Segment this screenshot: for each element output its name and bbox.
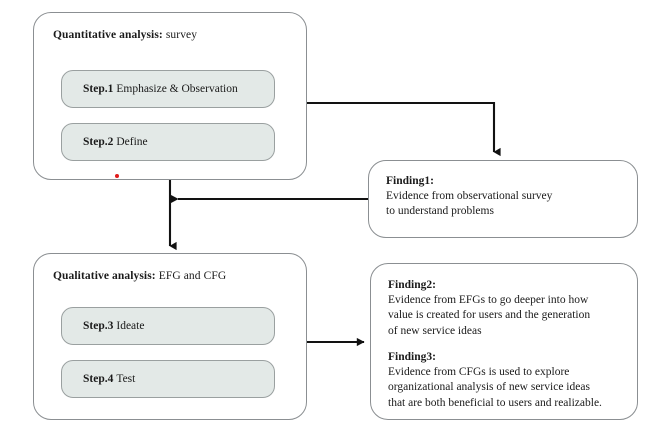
finding3-line-1: Evidence from CFGs is used to explore [388, 366, 570, 379]
finding2-line-2: value is created for users and the gener… [388, 309, 591, 322]
step-2-label-strong: Step.2 [83, 136, 114, 148]
qualitative-analysis-panel: Qualitative analysis: EFG and CFG Step.3… [33, 253, 307, 420]
finding2-title: Finding2: [388, 279, 436, 291]
finding1-panel: Finding1: Evidence from observational su… [368, 160, 638, 238]
quantitative-heading-light: survey [162, 29, 198, 41]
quantitative-analysis-heading: Quantitative analysis: survey [53, 29, 197, 41]
qualitative-heading-light: EFG and CFG [155, 270, 227, 282]
qualitative-analysis-heading: Qualitative analysis: EFG and CFG [53, 270, 226, 282]
finding23-panel: Finding2: Evidence from EFGs to go deepe… [370, 263, 638, 420]
finding1-text-block: Finding1: Evidence from observational su… [386, 174, 552, 220]
step-1-label-strong: Step.1 [83, 83, 114, 95]
finding3-text-block: Finding3: Evidence from CFGs is used to … [388, 350, 602, 411]
finding3-line-2: organizational analysis of new service i… [388, 381, 590, 394]
quantitative-heading-strong: Quantitative analysis: [53, 29, 163, 41]
finding3-line-3: that are both beneficial to users and re… [388, 396, 602, 409]
step-2-label-light: Define [116, 136, 148, 148]
finding1-line-1: Evidence from observational survey [386, 190, 553, 203]
step-3-label-strong: Step.3 [83, 320, 114, 332]
finding2-text-block: Finding2: Evidence from EFGs to go deepe… [388, 278, 590, 339]
connector-quantitative-to-finding1 [307, 101, 501, 157]
finding2-line-1: Evidence from EFGs to go deeper into how [388, 294, 589, 307]
step-4-label-strong: Step.4 [83, 373, 114, 385]
finding1-line-2: to understand problems [386, 205, 494, 218]
step-3-label-light: Ideate [116, 320, 145, 332]
red-dot-marker [115, 174, 119, 178]
finding3-title: Finding3: [388, 351, 436, 363]
finding2-line-3: of new service ideas [388, 324, 482, 337]
step-1-label-light: Emphasize & Observation [116, 83, 238, 95]
finding1-title: Finding1: [386, 175, 434, 187]
qualitative-heading-strong: Qualitative analysis: [53, 270, 156, 282]
step-4-label-light: Test [116, 373, 136, 385]
